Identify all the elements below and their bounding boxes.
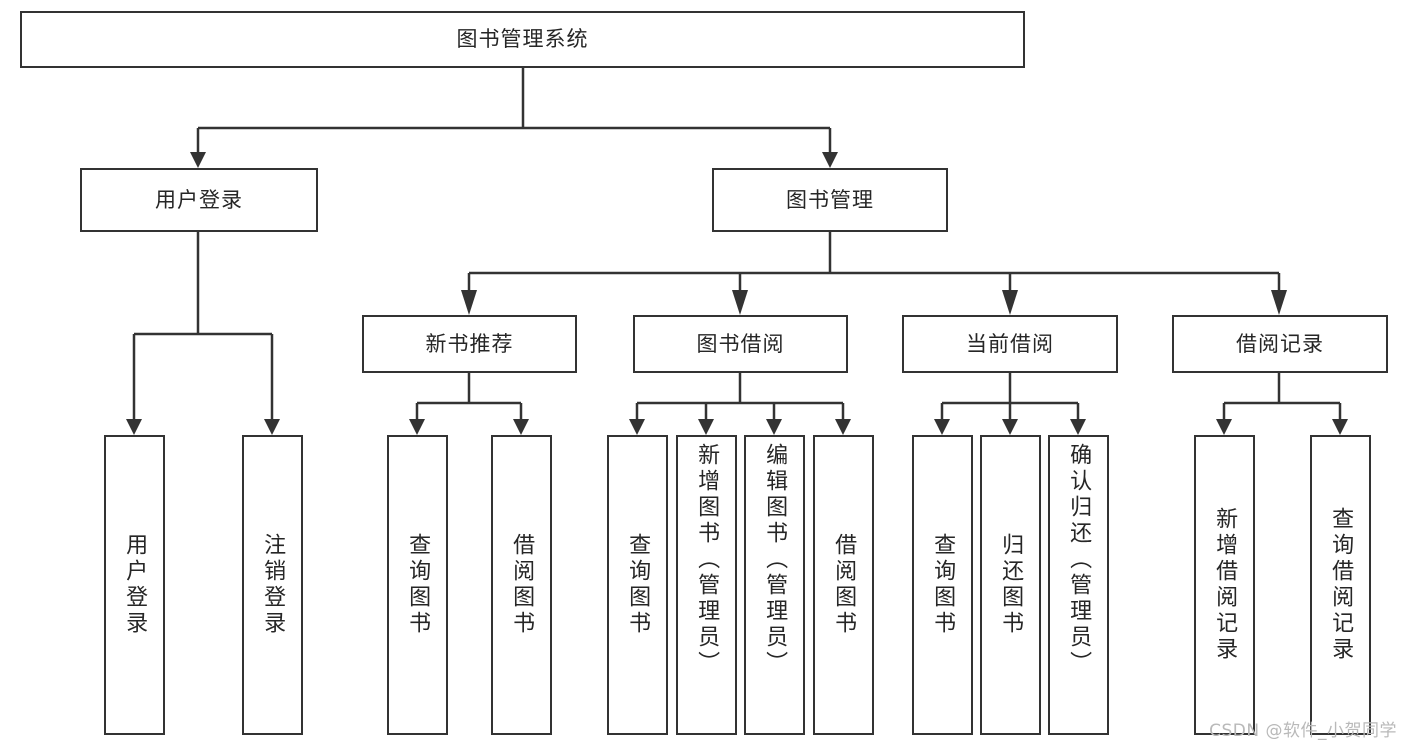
node-book-borrow-label: 图书借阅 — [696, 331, 785, 356]
leaf-currentborrow-return[interactable]: 归还图书 — [980, 435, 1041, 735]
leaf-currentborrow-confirm-label: 确认归还（管理员） — [1066, 443, 1092, 677]
leaf-borrowrecord-query-label: 查询借阅记录 — [1328, 507, 1354, 663]
leaf-bookborrow-add-label: 新增图书（管理员） — [694, 443, 720, 677]
leaf-bookborrow-edit[interactable]: 编辑图书（管理员） — [744, 435, 805, 735]
node-new-book[interactable]: 新书推荐 — [362, 315, 577, 373]
leaf-bookborrow-edit-label: 编辑图书（管理员） — [762, 443, 788, 677]
node-current-borrow[interactable]: 当前借阅 — [902, 315, 1118, 373]
leaf-bookborrow-query[interactable]: 查询图书 — [607, 435, 668, 735]
leaf-bookborrow-borrow[interactable]: 借阅图书 — [813, 435, 874, 735]
leaf-borrowrecord-add-label: 新增借阅记录 — [1212, 507, 1238, 663]
leaf-newbook-query[interactable]: 查询图书 — [387, 435, 448, 735]
node-current-borrow-label: 当前借阅 — [966, 331, 1054, 356]
node-user-login[interactable]: 用户登录 — [80, 168, 318, 232]
leaf-user-login[interactable]: 用户登录 — [104, 435, 165, 735]
leaf-newbook-borrow[interactable]: 借阅图书 — [491, 435, 552, 735]
leaf-newbook-borrow-label: 借阅图书 — [509, 533, 535, 637]
leaf-user-login-label: 用户登录 — [122, 533, 148, 637]
leaf-bookborrow-add[interactable]: 新增图书（管理员） — [676, 435, 737, 735]
node-book-manage[interactable]: 图书管理 — [712, 168, 948, 232]
node-borrow-record-label: 借阅记录 — [1236, 331, 1324, 356]
leaf-logout[interactable]: 注销登录 — [242, 435, 303, 735]
leaf-currentborrow-query[interactable]: 查询图书 — [912, 435, 973, 735]
leaf-borrowrecord-add[interactable]: 新增借阅记录 — [1194, 435, 1255, 735]
node-root[interactable]: 图书管理系统 — [20, 11, 1025, 68]
watermark-text: CSDN @软件_小贺同学 — [1209, 721, 1397, 741]
node-book-manage-label: 图书管理 — [786, 187, 874, 212]
leaf-borrowrecord-query[interactable]: 查询借阅记录 — [1310, 435, 1371, 735]
leaf-currentborrow-return-label: 归还图书 — [998, 533, 1024, 637]
node-root-label: 图书管理系统 — [456, 27, 589, 52]
leaf-bookborrow-borrow-label: 借阅图书 — [831, 533, 857, 637]
leaf-currentborrow-confirm[interactable]: 确认归还（管理员） — [1048, 435, 1109, 735]
leaf-bookborrow-query-label: 查询图书 — [625, 533, 651, 637]
leaf-logout-label: 注销登录 — [260, 533, 286, 637]
node-borrow-record[interactable]: 借阅记录 — [1172, 315, 1388, 373]
node-new-book-label: 新书推荐 — [425, 331, 514, 356]
node-user-login-label: 用户登录 — [155, 187, 243, 212]
node-book-borrow[interactable]: 图书借阅 — [633, 315, 848, 373]
leaf-newbook-query-label: 查询图书 — [405, 533, 431, 637]
leaf-currentborrow-query-label: 查询图书 — [930, 533, 956, 637]
